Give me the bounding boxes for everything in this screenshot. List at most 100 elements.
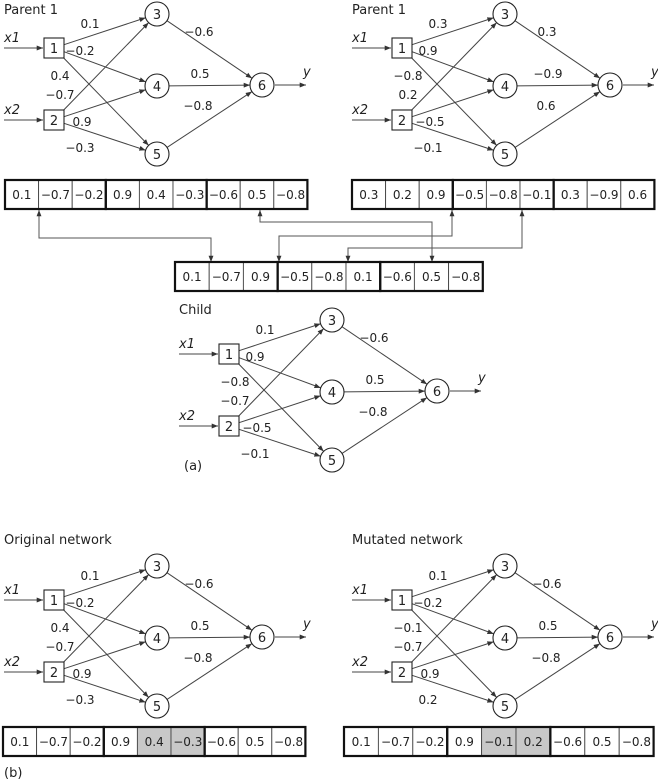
edge-in2-h5 [63, 674, 146, 703]
edge-in1-h5 [238, 363, 324, 452]
edge-in1-h3 [63, 17, 146, 46]
weight-label-3: −0.7 [220, 394, 249, 408]
edge-in1-h5 [63, 609, 149, 698]
node-h5 [144, 141, 170, 167]
edge-in2-h5 [238, 428, 321, 457]
node-label-out: 6 [606, 631, 614, 646]
chromosome-cell [311, 261, 347, 292]
chromosome-cell-value: −0.8 [276, 188, 305, 202]
edge-in1-h3 [238, 323, 321, 352]
weight-label-4: 0.9 [420, 667, 439, 681]
input-label-x1: x1 [3, 583, 20, 598]
edge-in2-h4 [411, 89, 494, 118]
chromosome-cell [448, 261, 484, 292]
node-label-h5: 5 [328, 454, 336, 469]
network-title: Child [179, 303, 212, 318]
node-label-h3: 3 [501, 8, 509, 23]
node-in1 [43, 589, 65, 611]
chromosome-cell-value: −0.1 [522, 188, 551, 202]
chromosome-cell-value: 0.9 [455, 735, 474, 749]
weight-label-1: 0.9 [418, 44, 437, 58]
node-label-in2: 2 [398, 666, 406, 681]
chromosome-cell-value: −0.7 [212, 270, 241, 284]
chromosome-cell [239, 179, 275, 210]
edge-in1-h4 [411, 603, 494, 635]
node-label-h4: 4 [501, 632, 509, 647]
network-mutated: Mutated networkx1x2y1234560.1−0.2−0.1−0.… [351, 533, 658, 719]
chromosome-cell-value: −0.6 [209, 188, 238, 202]
chromosome-cell-value: 0.1 [10, 735, 29, 749]
node-in1 [43, 37, 65, 59]
node-h3 [492, 1, 518, 27]
edge-h4-out [168, 634, 251, 640]
input-label-x1: x1 [351, 31, 368, 46]
node-h3 [144, 553, 170, 579]
chromosome-cell [343, 726, 379, 757]
weight-label-4: −0.5 [242, 421, 271, 435]
weight-label-3: 0.2 [398, 88, 417, 102]
edge-in1-h3 [411, 17, 494, 46]
chromosome-cell-value: −0.9 [589, 188, 618, 202]
edge-h5-out [514, 643, 601, 700]
node-out [597, 72, 623, 98]
chromosome-cell [584, 726, 620, 757]
edge-in1-h4 [238, 357, 321, 389]
network-parent1a: Parent 1x1x2y1234560.1−0.20.4−0.70.9−0.3… [3, 1, 311, 167]
node-in2 [391, 109, 413, 131]
edge-in2-h5 [63, 122, 146, 151]
node-label-h3: 3 [153, 560, 161, 575]
node-label-h5: 5 [501, 148, 509, 163]
chromosome-cell [553, 179, 588, 210]
node-label-in2: 2 [225, 420, 233, 435]
weight-label-7: 0.5 [190, 619, 209, 633]
gene-group-border [552, 178, 656, 211]
chromosome-cell-value: 0.6 [628, 188, 647, 202]
network-title: Mutated network [352, 533, 463, 548]
node-label-out: 6 [433, 385, 441, 400]
input-label-x2: x2 [351, 103, 368, 118]
edge-h5-out [341, 397, 428, 454]
weight-label-5: −0.3 [65, 141, 94, 155]
chromosome-cell-value: 0.5 [247, 188, 266, 202]
weight-label-8: −0.8 [531, 651, 560, 665]
node-label-h4: 4 [328, 386, 336, 401]
weight-label-0: 0.3 [428, 17, 447, 31]
edge-h4-out [343, 388, 426, 394]
node-in1 [391, 589, 413, 611]
chromosome-cell-value: −0.8 [274, 735, 303, 749]
chromosome-cell-value: −0.6 [383, 270, 412, 284]
edge-h3-out [514, 20, 601, 79]
edge-h4-out [168, 82, 251, 88]
node-h4 [144, 73, 170, 99]
caption-b: (b) [4, 766, 22, 781]
network-original: Original networkx1x2y1234560.1−0.20.4−0.… [3, 533, 311, 719]
crossover-connectors [36, 210, 525, 262]
network-title: Parent 1 [352, 3, 406, 18]
output-label-y: y [650, 65, 658, 80]
edge-in1-h5 [411, 57, 497, 146]
edge-in2-h5 [411, 674, 494, 703]
output-label-y: y [302, 617, 311, 632]
weight-label-6: −0.6 [184, 577, 213, 591]
edge-h4-out [516, 82, 599, 88]
node-label-h4: 4 [153, 632, 161, 647]
node-label-out: 6 [258, 631, 266, 646]
weight-label-0: 0.1 [255, 323, 274, 337]
chromosome-cell [69, 726, 105, 757]
input-label-x2: x2 [178, 409, 195, 424]
node-h4 [144, 625, 170, 651]
edge-h4-out [516, 634, 599, 640]
node-label-in1: 1 [398, 42, 406, 57]
chromosome-cell-value: 0.2 [524, 735, 543, 749]
gene-group-border [203, 725, 307, 758]
chromosome-cell-value: −0.7 [41, 188, 70, 202]
node-label-in1: 1 [398, 594, 406, 609]
edge-h5-out [166, 643, 253, 700]
chromosome-cell-value: 0.9 [426, 188, 445, 202]
node-label-in2: 2 [398, 114, 406, 129]
node-label-out: 6 [606, 79, 614, 94]
chromosome-cell [586, 179, 622, 210]
weight-label-6: −0.6 [532, 577, 561, 591]
